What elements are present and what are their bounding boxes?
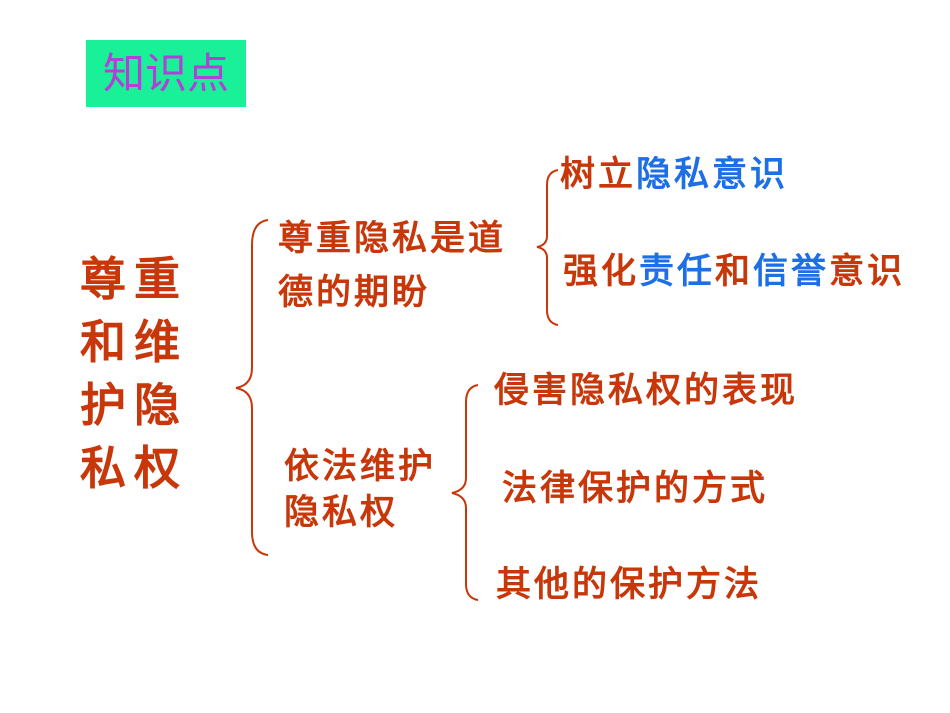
branch-line: 德的期盼 bbox=[278, 272, 431, 313]
leaf-text: 树立 bbox=[560, 154, 637, 195]
leaf-other-methods: 其他的保护方法 bbox=[496, 564, 763, 605]
branch-line: 依法维护 bbox=[284, 446, 437, 487]
root-line: 私权 bbox=[80, 441, 188, 495]
branch-node-law: 依法维护 隐私权 bbox=[284, 444, 464, 536]
leaf-infringement-forms: 侵害隐私权的表现 bbox=[494, 370, 799, 411]
upper-brace-icon bbox=[536, 169, 559, 326]
branch-line: 隐私权 bbox=[284, 492, 399, 533]
lower-brace-icon bbox=[451, 384, 479, 601]
leaf-highlight-text: 信誉 bbox=[753, 251, 830, 292]
branch-node-respect: 尊重隐私是道 德的期盼 bbox=[278, 212, 538, 320]
leaf-highlight-text: 隐私意识 bbox=[636, 154, 789, 195]
leaf-responsibility-awareness: 强化责任和信誉意识 bbox=[563, 252, 905, 292]
leaf-privacy-awareness: 树立隐私意识 bbox=[560, 155, 788, 195]
root-node: 尊重 和维 护隐 私权 bbox=[80, 248, 200, 500]
branch-line: 尊重隐私是道 bbox=[278, 218, 507, 259]
leaf-legal-protection: 法律保护的方式 bbox=[502, 468, 769, 509]
section-title: 知识点 bbox=[86, 40, 246, 107]
leaf-text: 意识 bbox=[829, 251, 906, 292]
leaf-text: 强化 bbox=[563, 251, 640, 292]
root-line: 和维 bbox=[80, 315, 188, 369]
leaf-highlight-text: 责任 bbox=[639, 251, 716, 292]
main-brace-icon bbox=[235, 219, 269, 556]
leaf-text: 和 bbox=[715, 251, 754, 292]
root-line: 尊重 bbox=[80, 252, 188, 306]
root-line: 护隐 bbox=[80, 378, 188, 432]
